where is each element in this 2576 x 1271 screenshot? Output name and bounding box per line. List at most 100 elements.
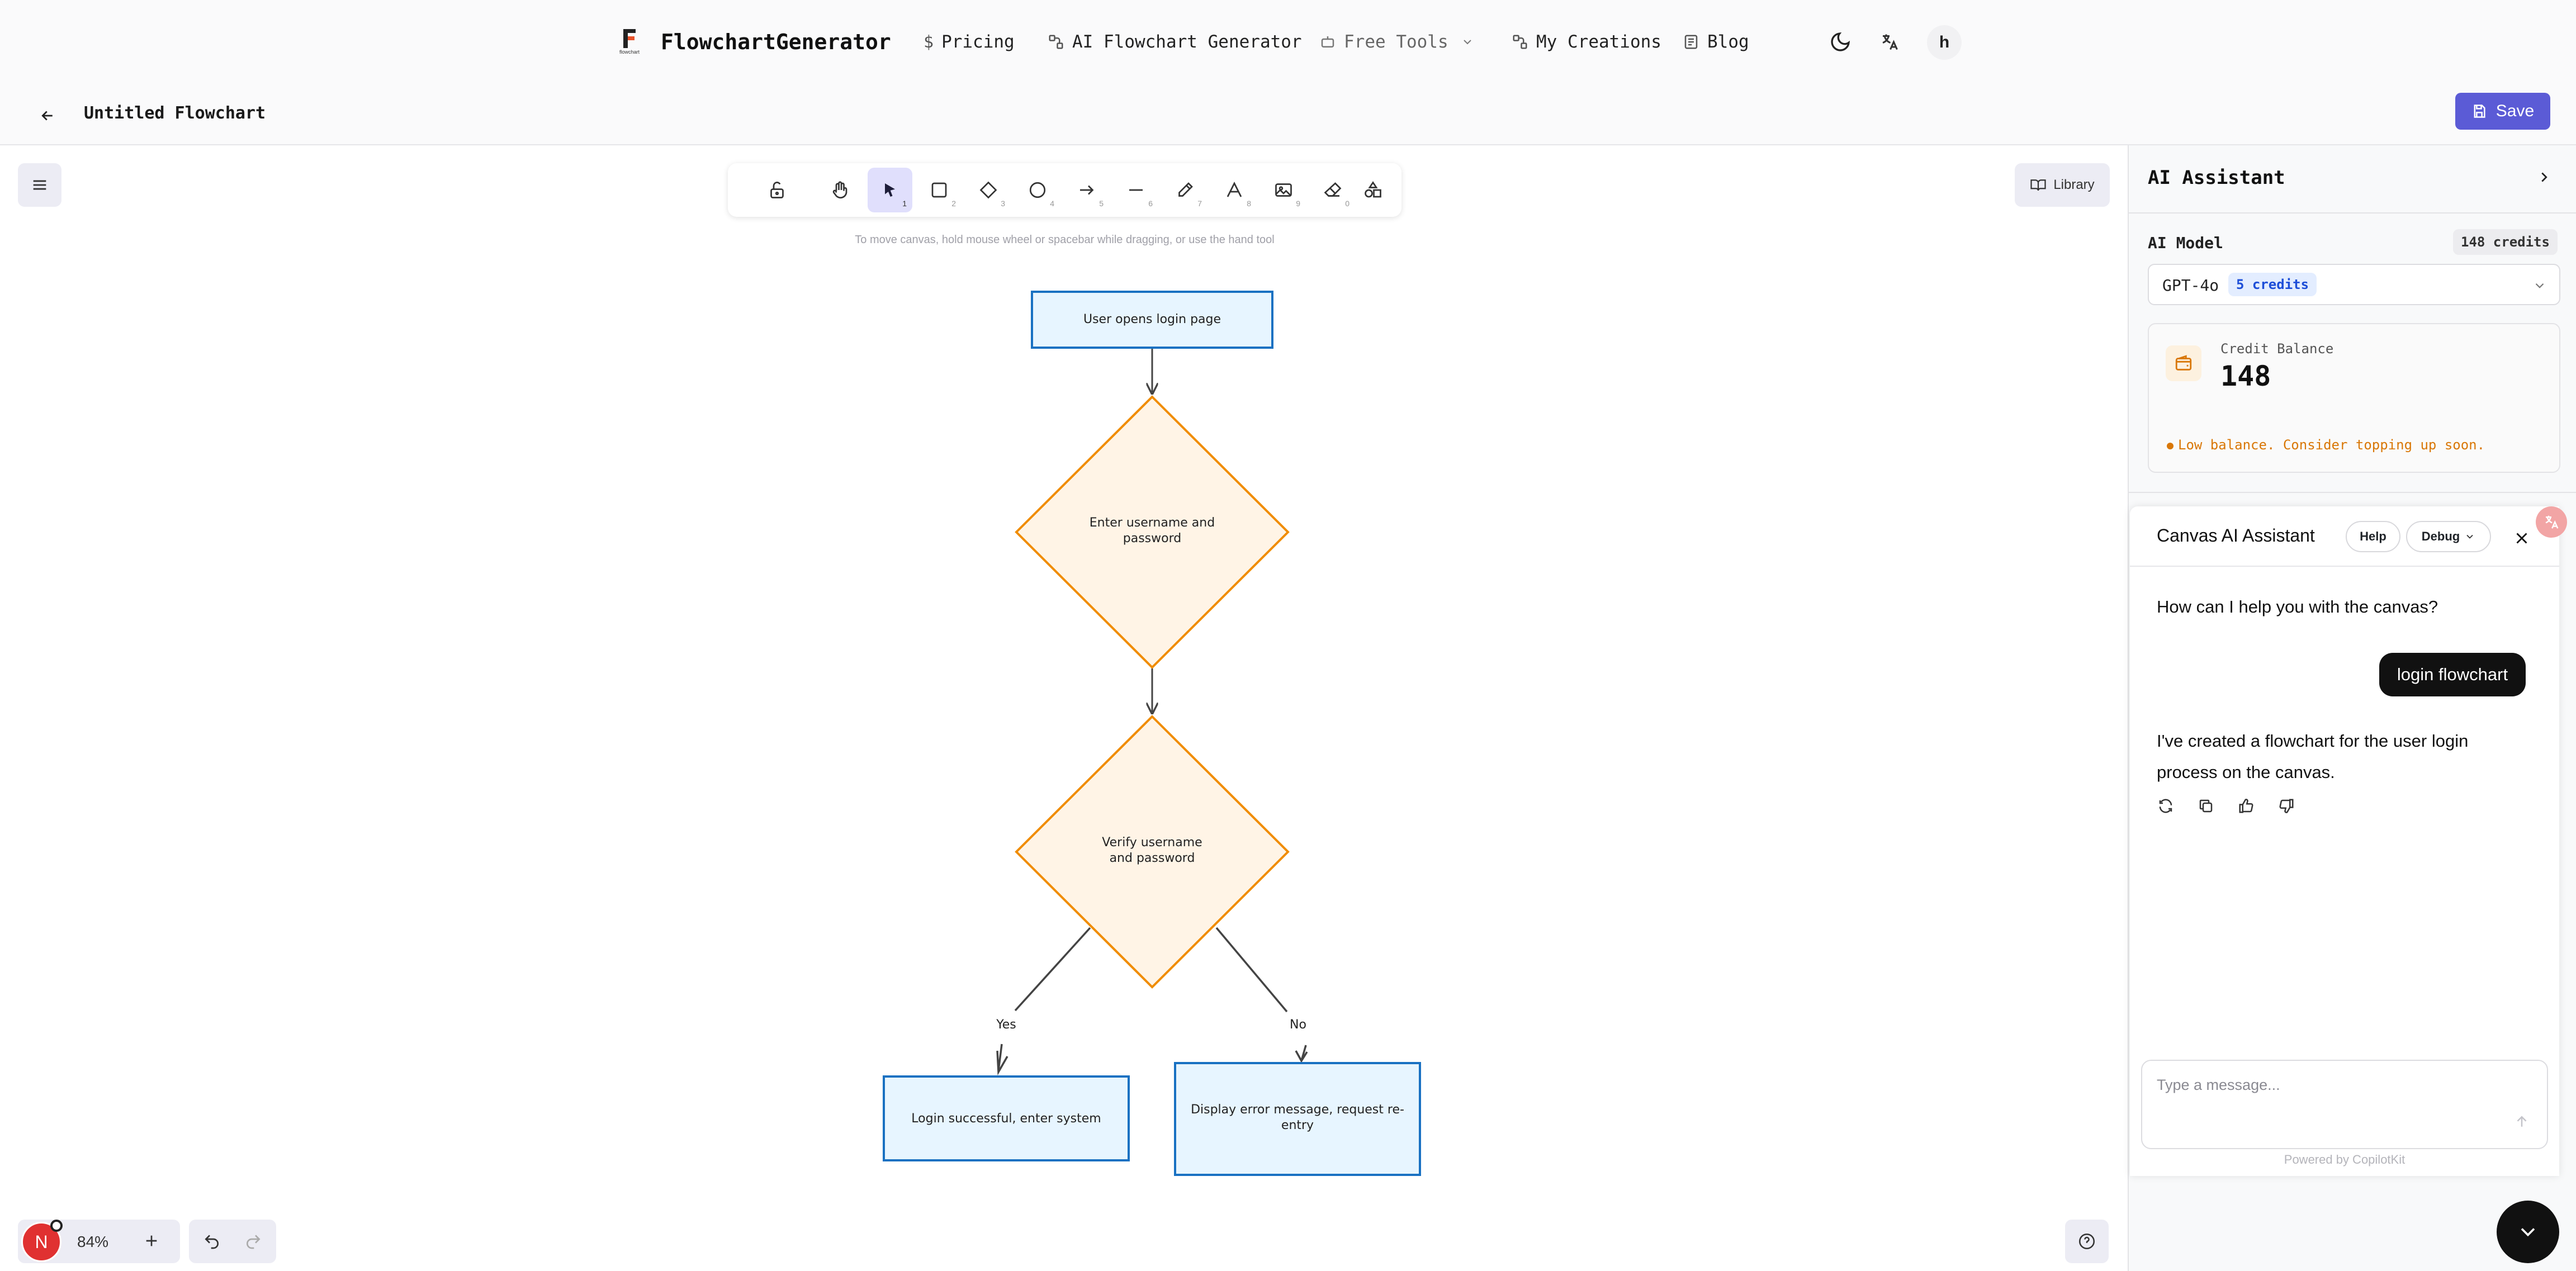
zoom-level[interactable]: 84% <box>77 1233 109 1250</box>
close-chat-button[interactable] <box>2507 523 2537 553</box>
send-button[interactable] <box>2508 1108 2536 1136</box>
translate-icon <box>2545 515 2559 529</box>
no-connector-arrow[interactable] <box>1215 927 1288 1013</box>
success-node-label: Login successful, enter system <box>911 1112 1101 1126</box>
help-pill-button[interactable]: Help <box>2346 521 2400 552</box>
unlock-icon <box>770 182 784 198</box>
yes-connector-arrowhead[interactable] <box>996 1044 1008 1076</box>
input-decision-node[interactable] <box>1015 395 1290 669</box>
chat-title: Canvas AI Assistant <box>2157 525 2315 546</box>
user-avatar[interactable]: h <box>1927 25 1962 60</box>
wallet-icon <box>2175 355 2192 371</box>
chat-toggle-button[interactable] <box>2497 1201 2559 1263</box>
newspaper-icon <box>1684 35 1698 49</box>
hand-tool[interactable] <box>817 168 862 212</box>
thumbs-down-button[interactable] <box>2274 794 2299 818</box>
yes-connector-arrow[interactable] <box>1014 927 1091 1012</box>
history-controls <box>189 1220 276 1263</box>
line-icon <box>1129 189 1143 191</box>
top-navbar: flowchart FlowchartGenerator $ Pricing A… <box>0 0 2576 84</box>
brand-name[interactable]: FlowchartGenerator <box>661 22 891 61</box>
shortcut-key: 8 <box>1247 199 1251 208</box>
input-node-label-line2: password <box>1123 532 1182 546</box>
editor-header: Untitled Flowchart Save <box>0 84 2576 145</box>
floppy-disk-icon <box>2474 105 2485 118</box>
flowchart-logo-icon <box>623 29 636 48</box>
language-button[interactable] <box>1873 25 1906 59</box>
flowchart-diagram <box>883 291 1421 1176</box>
translate-fab[interactable] <box>2536 506 2567 538</box>
start-node[interactable] <box>1031 291 1273 349</box>
verify-node-label-line2: and password <box>1109 851 1195 865</box>
collapse-panel-button[interactable] <box>2530 163 2558 191</box>
back-button[interactable] <box>34 102 61 130</box>
undo-button[interactable] <box>193 1224 230 1259</box>
selection-tool[interactable]: 1 <box>868 168 912 212</box>
shortcut-key: 2 <box>951 199 956 208</box>
yes-label: Yes <box>996 1018 1016 1032</box>
shortcut-key: 1 <box>902 199 907 208</box>
regenerate-button[interactable] <box>2153 794 2178 818</box>
nav-my-creations[interactable]: My Creations <box>1512 22 1661 61</box>
rectangle-tool[interactable]: 2 <box>917 168 962 212</box>
avatar-letter: h <box>1939 33 1950 51</box>
credit-balance-card: Credit Balance 148 Low balance. Consider… <box>2148 323 2560 473</box>
robot-icon <box>1321 36 1334 48</box>
model-select[interactable]: GPT-4o 5 credits <box>2148 264 2560 305</box>
collaborator-initial: N <box>35 1231 48 1252</box>
chat-input-box[interactable]: Type a message... <box>2141 1060 2548 1149</box>
hamburger-menu-icon <box>33 180 46 190</box>
diamond-tool[interactable]: 3 <box>966 168 1011 212</box>
eraser-tool[interactable]: 0 <box>1310 168 1355 212</box>
thumbs-up-button[interactable] <box>2234 794 2258 818</box>
error-node[interactable] <box>1174 1062 1421 1176</box>
nav-free-tools[interactable]: Free Tools <box>1319 22 1474 61</box>
save-button[interactable]: Save <box>2455 93 2550 130</box>
help-pill-label: Help <box>2360 529 2386 543</box>
chevron-down-icon <box>2521 1228 2535 1237</box>
lock-tool[interactable] <box>755 168 799 212</box>
shapes-icon <box>1365 181 1381 198</box>
text-icon <box>1227 181 1242 197</box>
panel-title: AI Assistant <box>2148 167 2285 189</box>
drawing-toolbar: 1 2 3 4 5 6 7 8 9 0 <box>728 163 1401 217</box>
document-title[interactable]: Untitled Flowchart <box>84 103 266 123</box>
redo-button[interactable] <box>235 1224 272 1259</box>
eraser-icon <box>1324 182 1342 197</box>
book-open-icon <box>2030 179 2046 191</box>
cursor-icon <box>885 183 895 197</box>
more-tools[interactable] <box>1351 168 1395 212</box>
main-menu-button[interactable] <box>18 163 61 207</box>
shortcut-key: 3 <box>1001 199 1005 208</box>
chevron-down-icon <box>1463 40 1471 45</box>
thumbs-down-icon <box>2279 799 2294 813</box>
image-tool[interactable]: 9 <box>1261 168 1306 212</box>
no-connector-arrowhead[interactable] <box>1295 1045 1308 1063</box>
model-name: GPT-4o <box>2162 276 2219 295</box>
arrow-tool[interactable]: 5 <box>1064 168 1109 212</box>
help-button[interactable] <box>2065 1220 2109 1263</box>
brand-logo[interactable]: flowchart <box>613 25 646 58</box>
nav-blog[interactable]: Blog <box>1683 22 1749 61</box>
library-label: Library <box>2053 177 2095 192</box>
ellipse-tool[interactable]: 4 <box>1015 168 1060 212</box>
debug-dropdown[interactable]: Debug <box>2406 521 2491 552</box>
input-node-label-line1: Enter username and <box>1089 516 1215 530</box>
nav-pricing[interactable]: $ Pricing <box>924 22 1015 61</box>
library-button[interactable]: Library <box>2015 163 2110 207</box>
arrow-left-icon <box>41 111 53 121</box>
line-tool[interactable]: 6 <box>1114 168 1158 212</box>
chat-header-divider <box>2130 566 2559 567</box>
success-node[interactable] <box>883 1075 1130 1161</box>
theme-toggle-button[interactable] <box>1824 25 1857 59</box>
verify-decision-node[interactable] <box>1015 715 1290 989</box>
nav-ai-generator-label: AI Flowchart Generator <box>1072 32 1302 52</box>
nav-ai-generator[interactable]: AI Flowchart Generator <box>1048 22 1302 61</box>
text-tool[interactable]: 8 <box>1212 168 1257 212</box>
chevron-down-icon <box>2535 283 2544 288</box>
copy-button[interactable] <box>2194 794 2218 818</box>
assistant-reply-line1: I've created a flowchart for the user lo… <box>2157 731 2469 751</box>
draw-tool[interactable]: 7 <box>1163 168 1208 212</box>
image-icon <box>1275 183 1292 197</box>
zoom-in-button[interactable] <box>138 1224 165 1258</box>
